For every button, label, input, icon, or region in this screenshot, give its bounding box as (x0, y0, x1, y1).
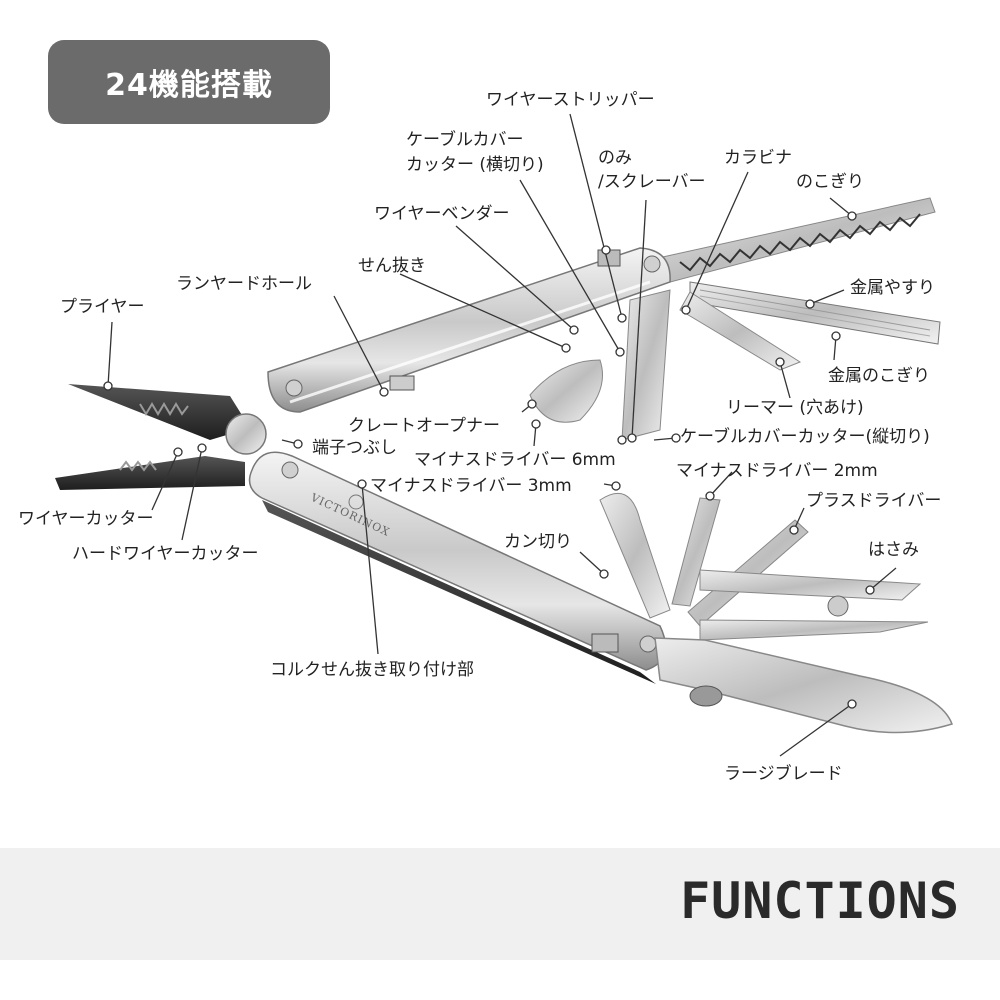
large-blade (654, 637, 953, 734)
label-hard-wire-cutter: ハードワイヤーカッター (72, 544, 259, 564)
label-reamer: リーマー (穴あけ) (726, 398, 864, 418)
label-chisel-line1: のみ (598, 148, 632, 168)
label-chisel-line2: /スクレーバー (598, 172, 706, 192)
label-crate-opener: クレートオープナー (348, 416, 500, 436)
label-wire-stripper: ワイヤーストリッパー (486, 90, 655, 110)
label-bottle-opener: せん抜き (358, 256, 426, 276)
label-phillips-screwdriver: プラスドライバー (806, 491, 942, 511)
lower-handle: VICTORINOX (248, 451, 667, 684)
lower-fold-tools (599, 492, 929, 641)
saw-blade (639, 197, 936, 291)
upper-handle (267, 247, 671, 413)
label-cable-cover-cutter-vertical: ケーブルカバーカッター(縦切り) (680, 427, 930, 447)
label-flat-screwdriver-6mm: マイナスドライバー 6mm (414, 450, 616, 470)
label-cable-cover-cutter-horizontal-line2: カッター (横切り) (406, 155, 544, 175)
label-can-opener: カン切り (504, 532, 572, 552)
leader-dots (103, 211, 875, 709)
reamer-tool (679, 291, 802, 371)
label-scissors: はさみ (868, 540, 919, 560)
label-wire-cutter: ワイヤーカッター (18, 509, 154, 529)
feature-count-badge: 24機能搭載 (48, 40, 330, 124)
pliers-jaws (55, 384, 267, 490)
label-crimper: 端子つぶし (312, 438, 397, 458)
leader-lines (107, 113, 897, 757)
label-saw: のこぎり (796, 172, 864, 192)
label-metal-file: 金属やすり (850, 278, 935, 298)
label-wire-bender: ワイヤーベンダー (374, 204, 510, 224)
label-cable-cover-cutter-horizontal-line1: ケーブルカバー (406, 130, 524, 150)
footer-title: FUNCTIONS (680, 872, 960, 930)
label-corkscrew-mount: コルクせん抜き取り付け部 (270, 660, 474, 680)
label-pliers: プライヤー (60, 297, 145, 317)
label-large-blade: ラージブレード (724, 764, 843, 784)
label-carabiner: カラビナ (724, 148, 792, 168)
metal-file (689, 281, 941, 345)
label-metal-saw: 金属のこぎり (828, 366, 930, 386)
label-lanyard-hole: ランヤードホール (176, 274, 312, 294)
label-flat-screwdriver-2mm: マイナスドライバー 2mm (676, 461, 878, 481)
label-flat-screwdriver-3mm: マイナスドライバー 3mm (370, 476, 572, 496)
footer-band: FUNCTIONS (0, 848, 1000, 960)
